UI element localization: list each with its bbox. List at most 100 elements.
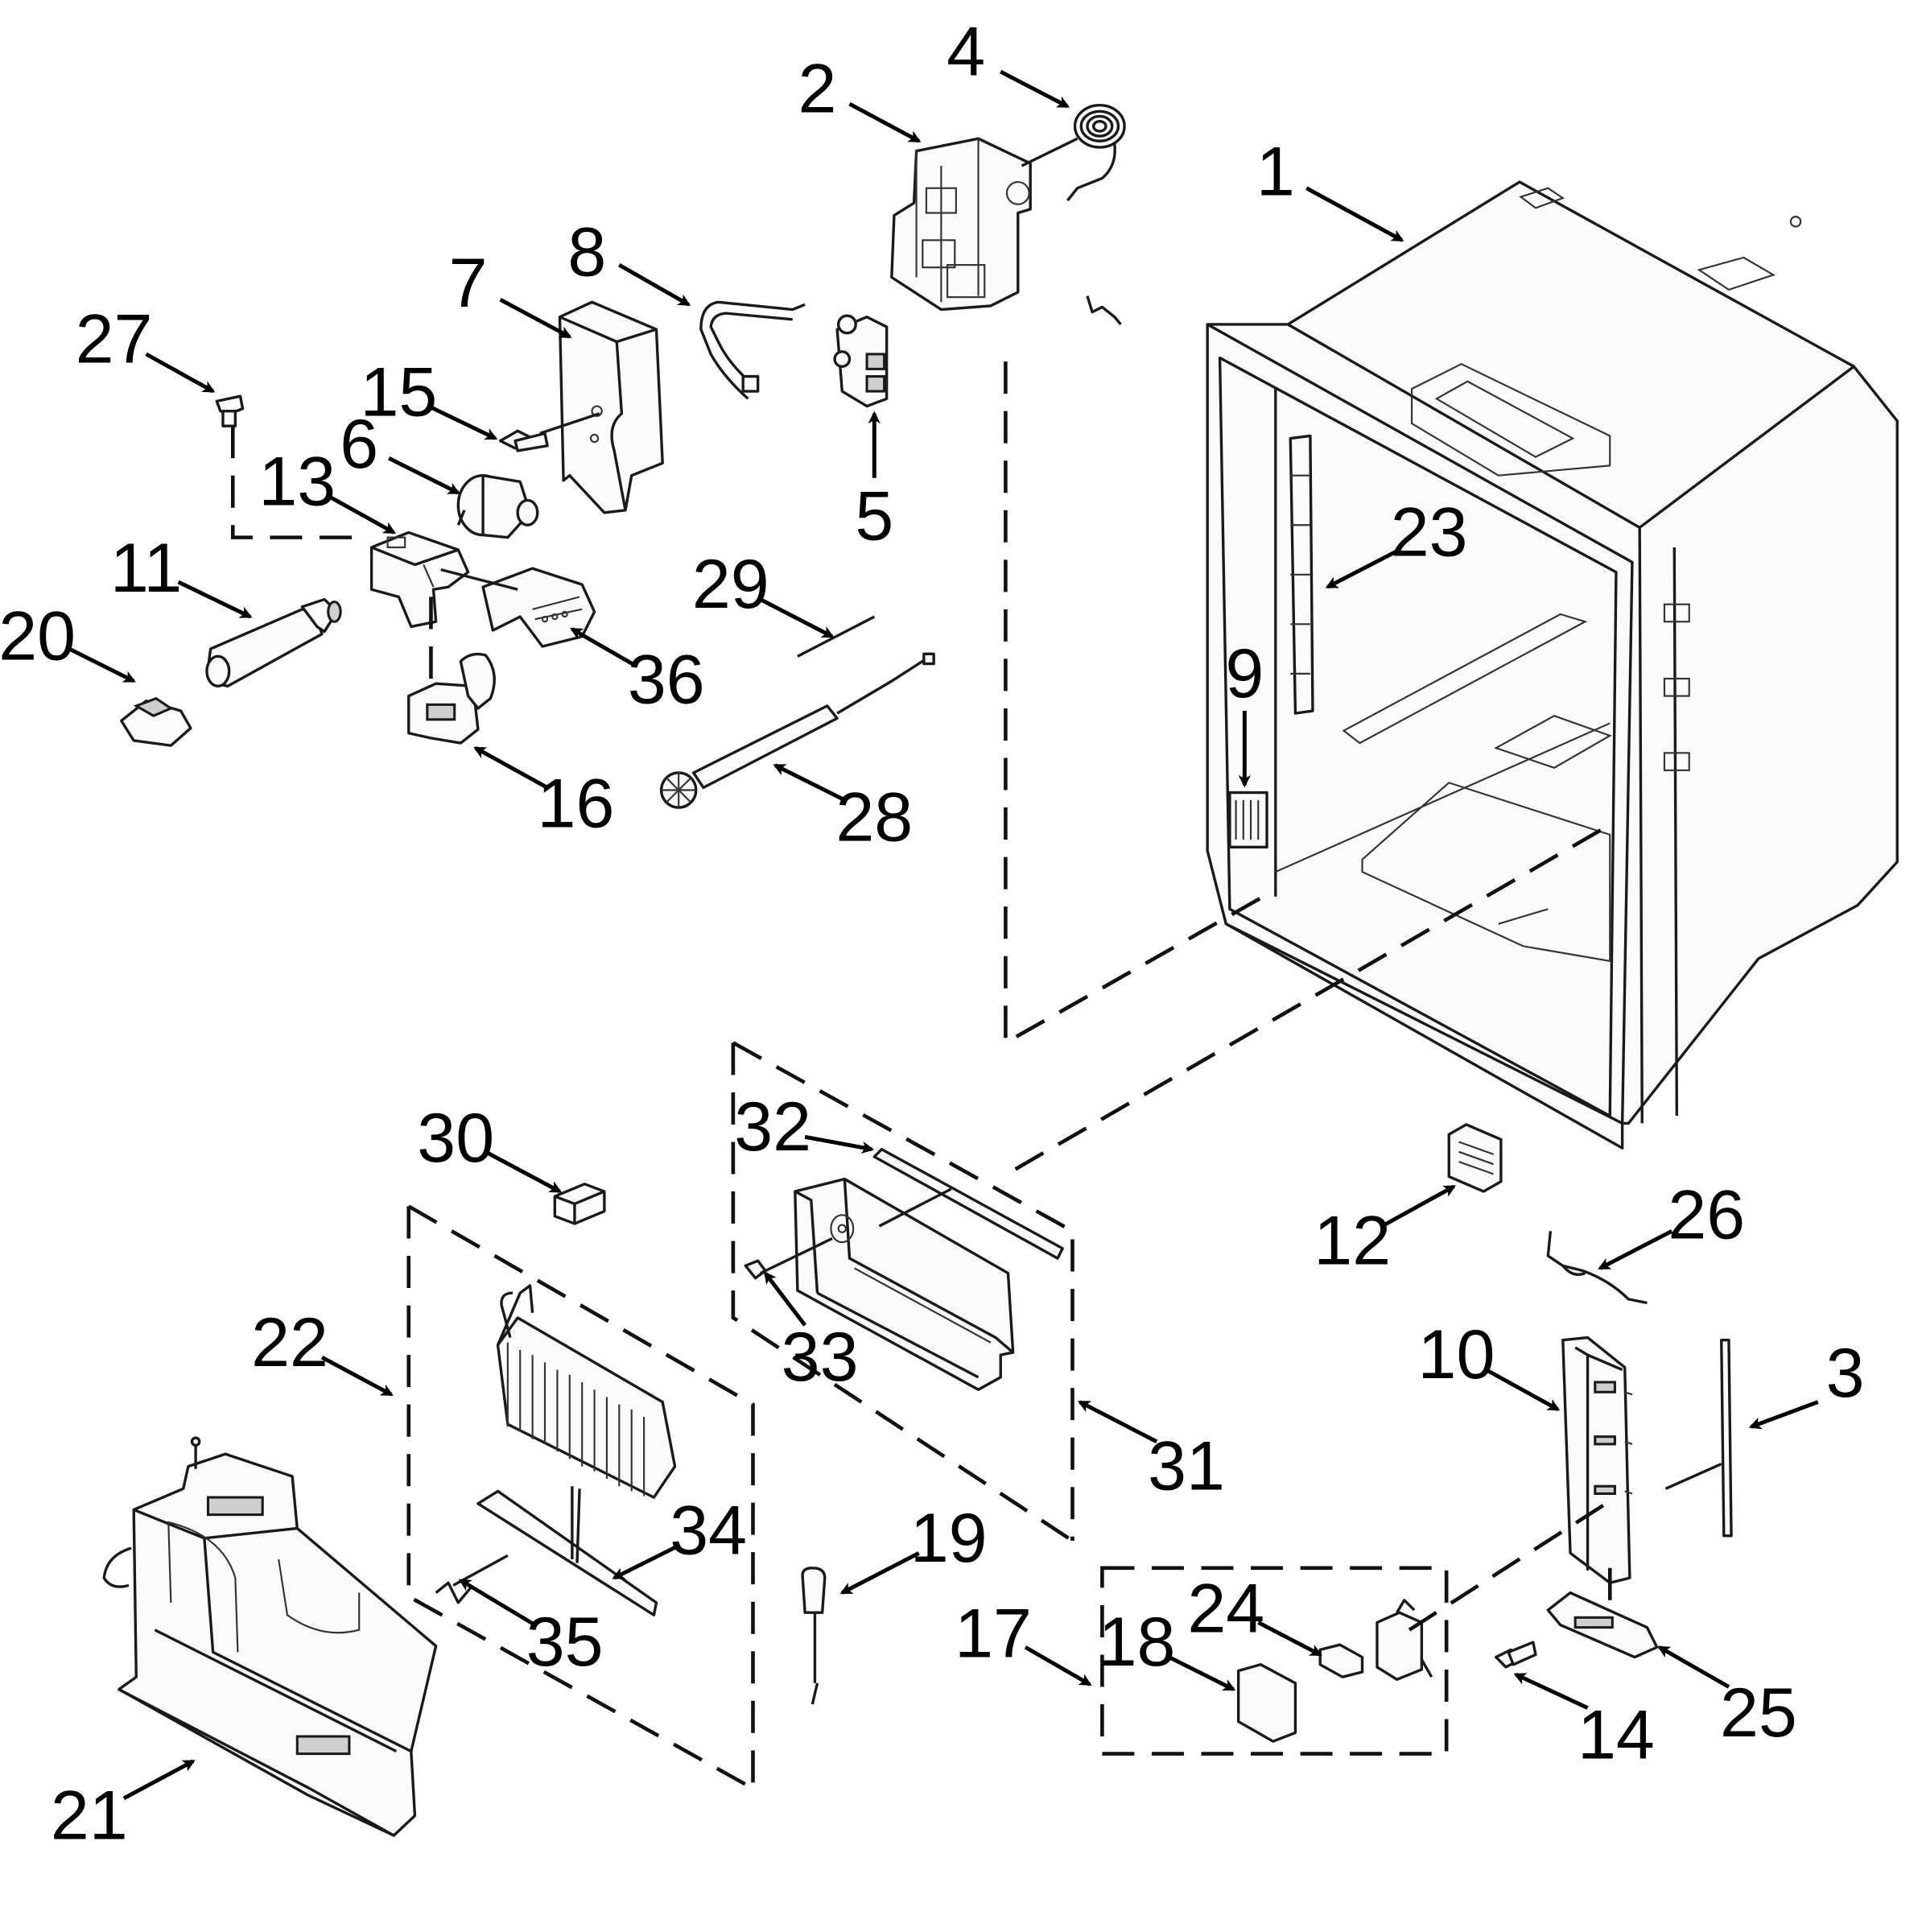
part-rear-panel xyxy=(102,1436,438,1837)
callout-6: 6 xyxy=(340,406,461,495)
callout-number: 12 xyxy=(1314,1203,1391,1280)
callout-arrow xyxy=(1325,547,1400,589)
callout-number: 13 xyxy=(258,443,336,520)
callout-number: 32 xyxy=(734,1088,811,1166)
callout-arrow xyxy=(804,1134,875,1154)
callout-20: 20 xyxy=(0,598,136,683)
callout-27: 27 xyxy=(76,300,216,394)
callout-number: 23 xyxy=(1391,493,1468,571)
callout-arrow xyxy=(388,456,461,495)
callout-number: 4 xyxy=(947,13,985,90)
part-screw-27 xyxy=(215,394,245,427)
callout-arrow xyxy=(773,763,846,803)
callout-arrow xyxy=(1485,1368,1561,1411)
callout-1: 1 xyxy=(1256,134,1404,242)
callout-arrow xyxy=(177,580,253,619)
callout-number: 8 xyxy=(567,214,606,291)
part-pad xyxy=(553,1183,606,1225)
callout-31: 31 xyxy=(1077,1400,1225,1505)
callout-arrow xyxy=(326,493,396,535)
callout-12: 12 xyxy=(1314,1184,1457,1280)
callout-8: 8 xyxy=(567,214,691,307)
callout-7: 7 xyxy=(449,245,572,339)
callout-number: 31 xyxy=(1148,1428,1225,1505)
callout-arrow xyxy=(1168,1655,1236,1691)
callout-11: 11 xyxy=(110,530,253,619)
callout-30: 30 xyxy=(417,1100,563,1194)
callout-number: 29 xyxy=(692,546,769,623)
callout-number: 1 xyxy=(1256,134,1295,211)
callout-number: 10 xyxy=(1418,1316,1495,1393)
part-wire xyxy=(797,615,876,658)
callout-arrow xyxy=(499,298,572,339)
part-ice-maker-housing xyxy=(890,137,1032,312)
callout-3: 3 xyxy=(1748,1335,1865,1430)
callout-number: 34 xyxy=(670,1492,747,1570)
callout-number: 35 xyxy=(526,1604,604,1681)
callout-arrow xyxy=(1657,1645,1730,1689)
callout-23: 23 xyxy=(1325,493,1468,589)
callout-19: 19 xyxy=(839,1500,988,1595)
callout-arrow xyxy=(122,1759,196,1801)
callout-22: 22 xyxy=(251,1304,394,1397)
callout-arrow xyxy=(458,1579,536,1627)
callout-number: 18 xyxy=(1099,1604,1176,1681)
part-screw-14 xyxy=(1495,1641,1537,1669)
callout-number: 17 xyxy=(955,1595,1032,1672)
part-sensor xyxy=(801,1567,827,1705)
callout-arrow xyxy=(484,1150,563,1194)
part-module-kit xyxy=(1236,1599,1433,1743)
callout-14: 14 xyxy=(1513,1672,1655,1774)
callout-arrow xyxy=(68,646,136,683)
callout-arrow xyxy=(570,627,638,668)
callout-arrow xyxy=(839,1551,920,1595)
callout-arrow xyxy=(1598,1229,1673,1270)
callout-arrow xyxy=(1380,1184,1457,1228)
callout-arrow xyxy=(145,352,216,394)
part-housing-cover xyxy=(481,567,596,648)
callout-28: 28 xyxy=(773,763,913,856)
part-cover xyxy=(558,300,664,514)
part-lower-bracket xyxy=(1546,1591,1659,1659)
callout-number: 36 xyxy=(628,642,705,719)
part-screw-15 xyxy=(498,429,549,452)
callout-number: 16 xyxy=(538,765,615,842)
callout-13: 13 xyxy=(258,443,396,535)
part-wire-harness xyxy=(1546,1231,1648,1305)
callout-24: 24 xyxy=(1187,1571,1322,1657)
callout-5: 5 xyxy=(855,411,893,555)
callout-arrow xyxy=(759,597,835,638)
part-bracket xyxy=(407,652,496,745)
part-air-duct xyxy=(794,1148,1064,1391)
callout-arrow xyxy=(618,262,691,307)
callout-4: 4 xyxy=(947,13,1070,109)
callout-16: 16 xyxy=(473,746,615,842)
part-control-housing xyxy=(1561,1335,1633,1584)
callout-number: 7 xyxy=(449,245,488,322)
callout-18: 18 xyxy=(1099,1604,1236,1691)
callout-26: 26 xyxy=(1598,1176,1745,1270)
part-fan-motor xyxy=(659,652,935,809)
part-water-valve xyxy=(833,314,889,408)
callout-arrow xyxy=(1513,1672,1589,1710)
part-water-filter xyxy=(205,597,342,687)
callout-21: 21 xyxy=(51,1759,196,1855)
callout-arrow xyxy=(1748,1400,1819,1430)
callout-arrow xyxy=(320,1356,394,1397)
callout-number: 26 xyxy=(1668,1176,1745,1253)
callout-number: 11 xyxy=(110,530,182,607)
callout-number: 28 xyxy=(835,778,913,856)
callout-15: 15 xyxy=(361,354,498,440)
callout-number: 14 xyxy=(1578,1697,1655,1774)
callout-number: 5 xyxy=(855,477,893,555)
callout-33: 33 xyxy=(763,1271,859,1396)
callout-number: 24 xyxy=(1187,1571,1264,1648)
callout-arrow xyxy=(612,1543,680,1580)
callout-number: 3 xyxy=(1826,1335,1865,1412)
callout-arrow xyxy=(473,746,549,790)
callout-36: 36 xyxy=(570,627,705,719)
callout-arrow xyxy=(763,1271,807,1327)
callout-number: 15 xyxy=(361,354,438,431)
callout-35: 35 xyxy=(458,1579,604,1681)
